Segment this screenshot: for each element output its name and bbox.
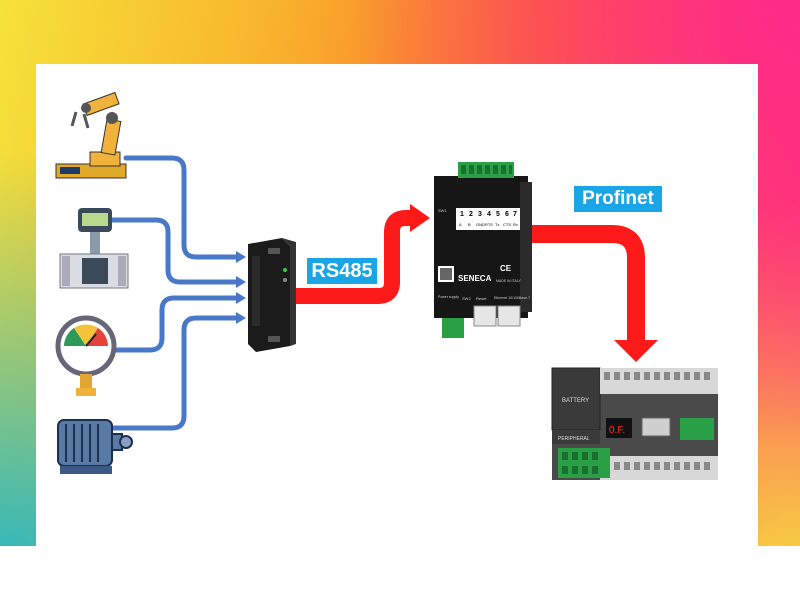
- gateway-made-in: MADE IN ITALY: [496, 279, 521, 283]
- terminal-label: GND: [476, 222, 485, 227]
- gateway-terminal-numbers: 1 2 3 4 5 6 7: [460, 211, 517, 218]
- seneca-gateway: [434, 162, 532, 338]
- plc-battery-label: BATTERY: [562, 398, 589, 404]
- pressure-gauge-icon: [55, 315, 117, 396]
- terminal-label: A: [459, 222, 462, 227]
- gateway-ethernet-label: Ethernet 10/100Base-T: [494, 296, 531, 300]
- gateway-brand: SENECA: [458, 274, 492, 283]
- terminal-number: 3: [478, 211, 482, 218]
- line-robot: [123, 155, 243, 260]
- gateway-terminal-labels: A B GND RTS Tx CTS Rx: [459, 222, 518, 227]
- blue-connection-lines: [107, 155, 243, 431]
- line-motor: [107, 315, 243, 431]
- terminal-label: B: [468, 222, 471, 227]
- terminal-label: RTS: [485, 222, 493, 227]
- line-flowmeter: [107, 217, 243, 285]
- terminal-number: 1: [460, 211, 464, 218]
- gateway-sw2-label: SW2: [462, 296, 471, 301]
- plc-device: [551, 367, 718, 480]
- robot-arm-icon: [55, 91, 127, 179]
- terminal-number: 4: [487, 211, 491, 218]
- gateway-sw1-label: SW1: [438, 208, 447, 213]
- blue-arrowheads: [236, 251, 246, 324]
- gateway-power-label: Power supply: [438, 295, 459, 299]
- terminal-label: CTS: [503, 222, 511, 227]
- terminal-number: 5: [496, 211, 500, 218]
- plc-peripheral-label: PERIPHERAL: [558, 436, 590, 442]
- plc-display-readout: 0.F.: [609, 425, 625, 436]
- gateway-reset-label: Reset: [476, 296, 487, 301]
- bottom-strip: [0, 546, 800, 600]
- profinet-label: Profinet: [574, 186, 662, 212]
- terminal-number: 2: [469, 211, 473, 218]
- gateway-ce-mark: CE: [500, 264, 512, 273]
- terminal-number: 6: [505, 211, 509, 218]
- terminal-label: Rx: [513, 222, 518, 227]
- red-arrow-profinet: [528, 225, 658, 362]
- flow-meter-icon: [59, 208, 129, 289]
- rs485-converter-module: [248, 238, 296, 352]
- electric-motor-icon: [57, 419, 133, 474]
- rs485-label: RS485: [307, 258, 377, 284]
- line-gauge: [111, 295, 243, 353]
- red-arrow-rs485: [296, 204, 430, 304]
- terminal-number: 7: [513, 211, 517, 218]
- terminal-label: Tx: [495, 222, 499, 227]
